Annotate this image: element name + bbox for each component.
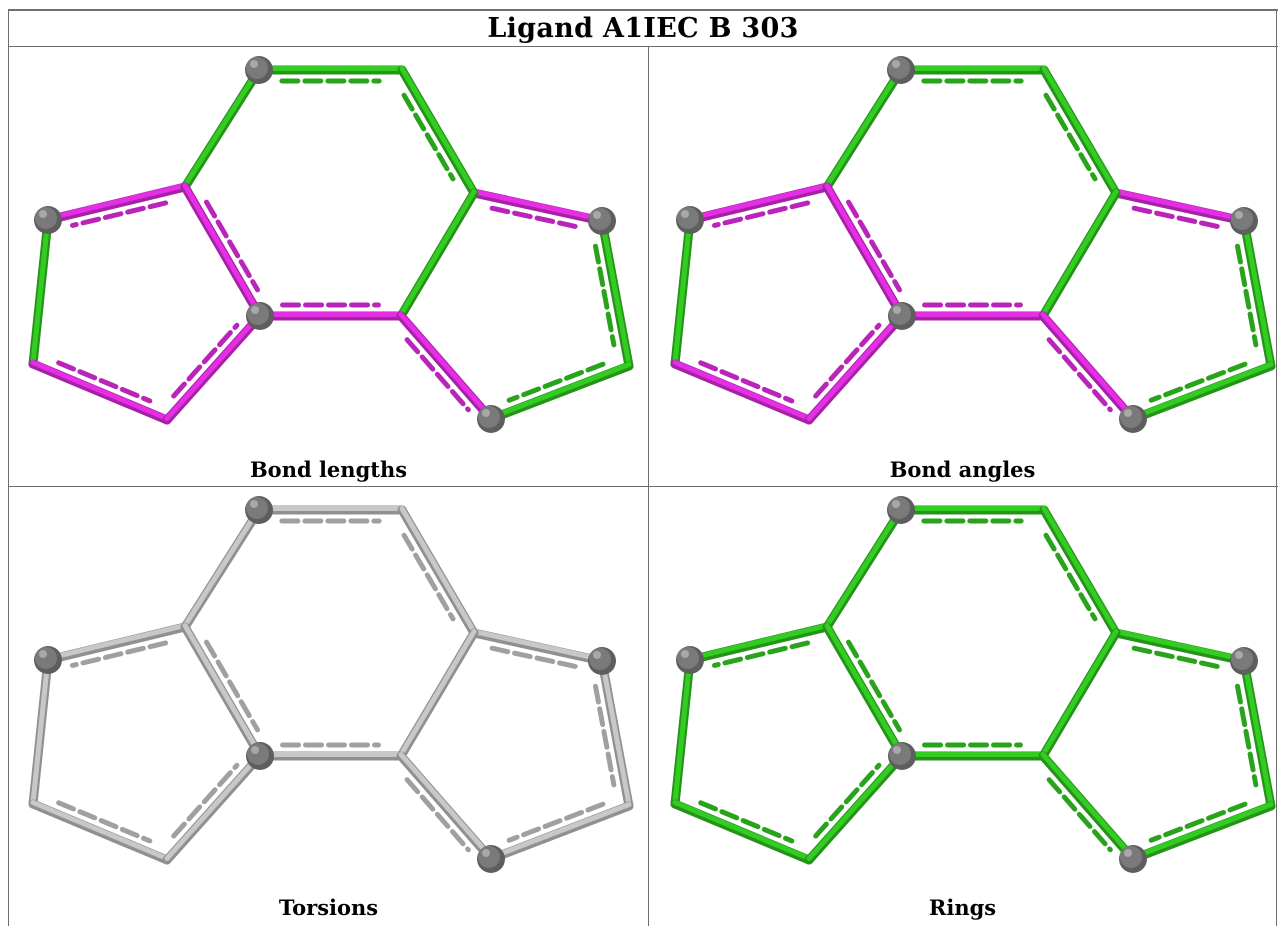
bond [254,505,407,524]
bond [43,182,190,228]
atom [245,496,273,524]
bond [822,65,906,192]
molecule-bond-angles [670,56,1276,433]
bond [685,182,832,228]
bond [28,359,172,425]
bond [1235,216,1276,371]
bond [1235,656,1276,811]
bond [28,655,53,809]
atom [887,496,915,524]
atom [245,56,273,84]
bond [670,799,814,865]
page-title: Ligand A1IEC B 303 [487,12,799,44]
bond [180,622,265,761]
bond [896,65,1049,84]
panel-bond-lengths: Bond lengths [9,47,648,486]
panel-bond-angles: Bond angles [649,47,1276,486]
bond [396,311,496,424]
atom [588,647,616,675]
bond [1111,628,1249,670]
panel-rings: Rings [649,487,1276,926]
atom [34,646,62,674]
bond [822,182,907,321]
bond [28,215,53,369]
bond [670,215,695,369]
bond [593,216,634,371]
bond [43,622,190,668]
bond [1128,361,1276,424]
bond [28,799,172,865]
bond [254,65,407,84]
bond [1039,65,1121,198]
bond [180,182,265,321]
atom [888,302,916,330]
atom [1119,405,1147,433]
bond [804,751,907,865]
atom [34,206,62,234]
atom [246,302,274,330]
bond [396,188,479,321]
atom [676,206,704,234]
bond [162,311,265,425]
bond [1038,188,1121,321]
bond [685,622,832,668]
bond [255,742,406,761]
bond [1111,188,1249,230]
caption-bond-angles: Bond angles [889,457,1036,482]
atom [246,742,274,770]
bond [897,302,1048,321]
bond [1039,505,1121,638]
bond [397,505,479,638]
bond [469,188,607,230]
atom [676,646,704,674]
panel-torsions: Torsions [9,487,648,926]
bond [1128,801,1276,864]
bond [804,311,907,425]
bond [670,359,814,425]
bond [469,628,607,670]
molecule-rings [670,496,1276,873]
bond [822,622,907,761]
caption-torsions: Torsions [278,895,379,920]
atom [1230,207,1258,235]
bond [1038,751,1138,864]
atom [477,405,505,433]
bond [1038,311,1138,424]
bond [486,361,634,424]
bond [897,742,1048,761]
bond [670,655,695,809]
atom [888,742,916,770]
bond [397,65,479,198]
bond [396,628,479,761]
bond [1038,628,1121,761]
bond [486,801,634,864]
bond [593,656,634,811]
caption-rings: Rings [928,895,997,920]
atom [887,56,915,84]
bond [896,505,1049,524]
bond [180,505,264,632]
bond [822,505,906,632]
atom [1230,647,1258,675]
molecule-torsions [28,496,634,873]
atom [1119,845,1147,873]
bond [255,302,406,321]
bond [162,751,265,865]
molecule-bond-lengths [28,56,634,433]
caption-bond-lengths: Bond lengths [249,457,408,482]
bond [180,65,264,192]
atom [477,845,505,873]
bond [396,751,496,864]
atom [588,207,616,235]
